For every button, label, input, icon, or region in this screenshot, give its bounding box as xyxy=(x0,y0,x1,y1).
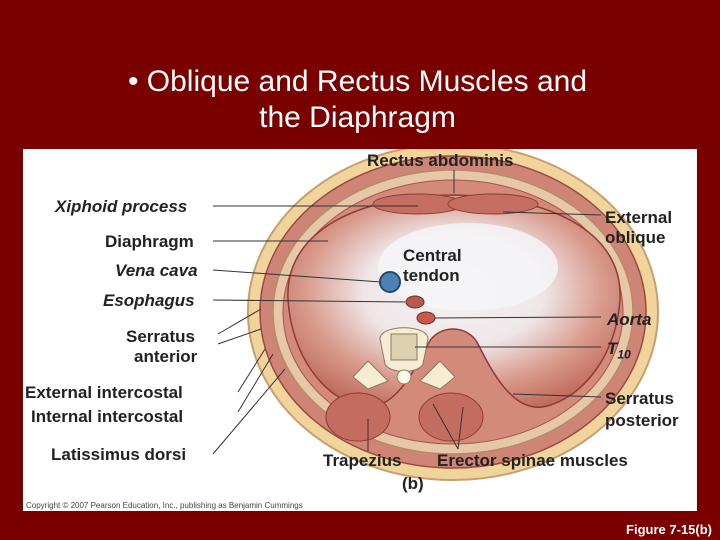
aorta xyxy=(416,311,436,325)
leader-lines xyxy=(212,170,602,455)
label-serratus-posterior-line2: posterior xyxy=(605,411,679,430)
erector-spinae-left xyxy=(325,392,391,442)
slide-title-line-1: • Oblique and Rectus Muscles and xyxy=(127,65,588,98)
spinal-cord xyxy=(396,369,412,385)
label-vena-cava: Vena cava xyxy=(115,261,198,280)
label-central-tendon-line2: tendon xyxy=(403,266,460,285)
label-esophagus: Esophagus xyxy=(103,291,195,310)
panel-label-b: (b) xyxy=(402,474,424,493)
label-rectus-abdominis: Rectus abdominis xyxy=(367,151,514,170)
label-external-intercostal: External intercostal xyxy=(25,383,183,402)
label-diaphragm: Diaphragm xyxy=(105,232,194,251)
label-serratus-anterior-line1: Serratus xyxy=(126,327,195,346)
label-t10-letter: T xyxy=(607,339,618,358)
diaphragm-cross-section-illustration xyxy=(212,149,659,481)
label-erector-spinae-muscles: Erector spinae muscles xyxy=(437,451,628,470)
label-serratus-anterior-line2: anterior xyxy=(134,347,198,366)
label-external-oblique-line2: oblique xyxy=(605,228,666,247)
erector-spinae-right xyxy=(418,392,484,442)
label-aorta: Aorta xyxy=(607,310,652,329)
label-central-tendon-line1: Central xyxy=(403,246,462,265)
t10-spongy-bone xyxy=(390,333,418,361)
anatomy-figure: Rectus abdominis Xiphoid process Diaphra… xyxy=(23,149,697,511)
slide-title-line-2: the Diaphragm xyxy=(259,101,456,134)
esophagus xyxy=(405,295,425,309)
label-trapezius: Trapezius xyxy=(323,451,402,470)
label-internal-intercostal: Internal intercostal xyxy=(31,407,184,426)
label-external-oblique-line1: External xyxy=(605,208,673,227)
label-serratus-posterior-line1: Serratus xyxy=(605,389,674,408)
label-latissimus-dorsi: Latissimus dorsi xyxy=(51,445,187,464)
slide-title: • Oblique and Rectus Muscles and the Dia… xyxy=(0,64,720,136)
copyright-notice: Copyright © 2007 Pearson Education, Inc.… xyxy=(26,501,303,510)
right-transverse-process xyxy=(419,360,456,390)
label-t10-subscript: 10 xyxy=(617,347,631,362)
figure-number: Figure 7-15(b) xyxy=(626,522,712,537)
label-t10: T10 xyxy=(607,339,631,364)
rectus-abdominis-right xyxy=(447,193,539,215)
vena-cava xyxy=(379,271,401,293)
label-xiphoid-process: Xiphoid process xyxy=(55,197,188,216)
left-transverse-process xyxy=(352,360,389,390)
central-tendon xyxy=(378,223,558,311)
